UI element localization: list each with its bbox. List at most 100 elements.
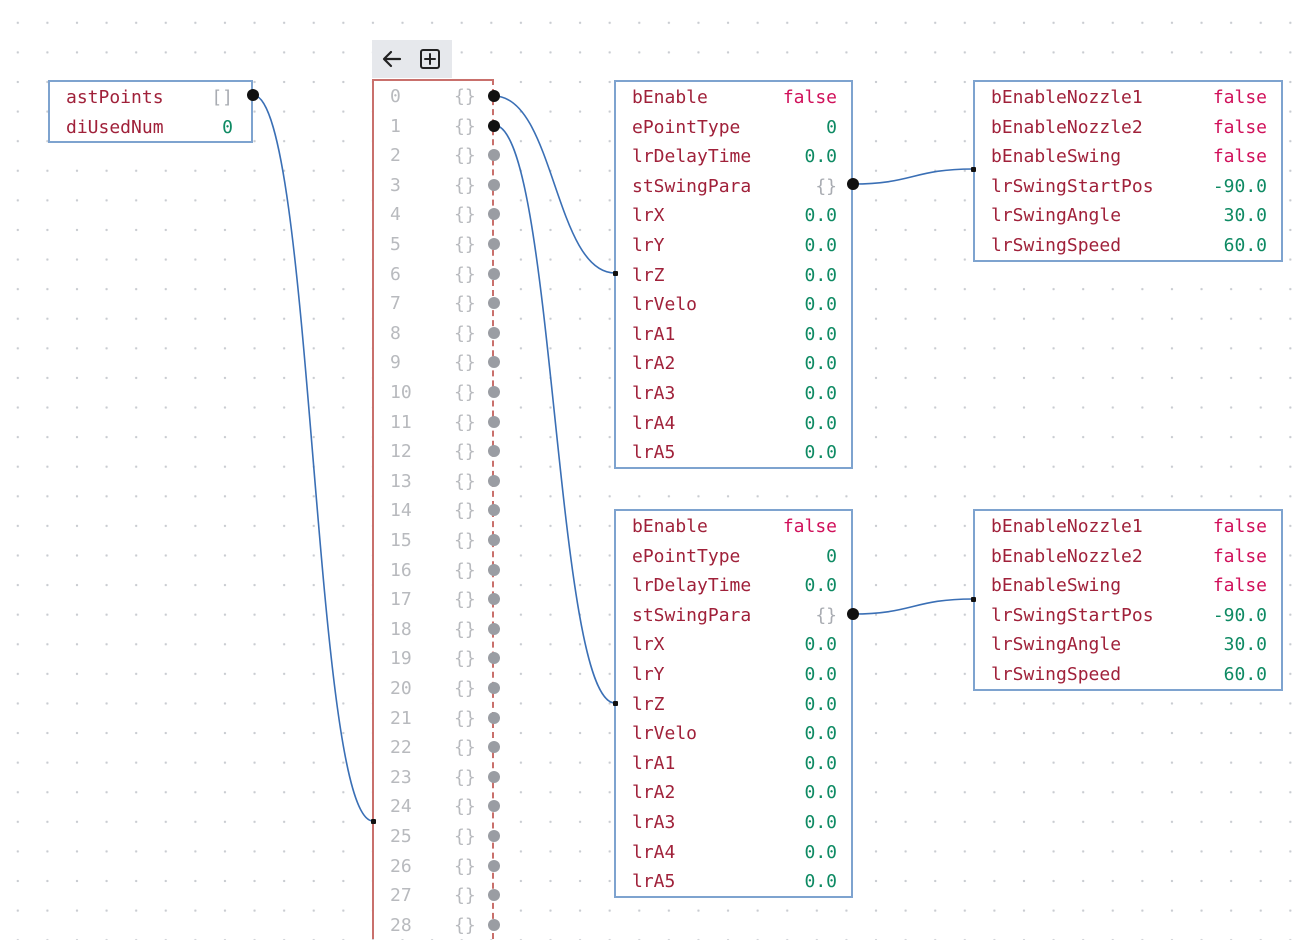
array-item-row[interactable]: 24{}	[374, 792, 494, 822]
field-value[interactable]: 0.0	[804, 812, 837, 833]
array-item-row[interactable]: 19{}	[374, 644, 494, 674]
array-item-row[interactable]: 12{}	[374, 437, 494, 467]
array-item-port[interactable]	[488, 741, 500, 754]
array-item-row[interactable]: 27{}	[374, 881, 494, 911]
array-item-port[interactable]	[488, 178, 500, 191]
field-value[interactable]: {}	[815, 175, 837, 197]
field-value[interactable]: 0.0	[804, 634, 837, 656]
array-item-port[interactable]	[488, 534, 500, 546]
field-value[interactable]: 0.0	[804, 664, 837, 685]
array-item-port[interactable]	[488, 386, 500, 398]
array-item-row[interactable]: 10{}	[374, 378, 494, 408]
field-value[interactable]: 0.0	[804, 723, 837, 745]
field-value[interactable]: 0.0	[804, 264, 837, 286]
field-value[interactable]: 0.0	[804, 442, 837, 464]
field-value[interactable]: 0.0	[804, 205, 837, 227]
array-item-port[interactable]	[488, 682, 500, 694]
array-item-row[interactable]: 15{}	[374, 526, 494, 556]
array-item-port[interactable]	[488, 238, 500, 250]
array-item-port[interactable]	[488, 208, 500, 221]
arrow-left-icon[interactable]	[379, 46, 405, 72]
array-item-port[interactable]	[488, 297, 500, 310]
field-value[interactable]: 0.0	[804, 693, 837, 715]
field-row[interactable]: lrSwingStartPos-90.0	[975, 172, 1281, 202]
field-value[interactable]: 0.0	[804, 575, 837, 597]
array-item-port[interactable]	[488, 711, 500, 724]
array-item-port[interactable]	[488, 326, 500, 339]
field-value[interactable]: false	[1212, 575, 1267, 597]
field-value[interactable]: 60.0	[1223, 235, 1267, 256]
field-value[interactable]: 0.0	[804, 752, 837, 774]
field-value[interactable]: false	[1212, 545, 1267, 567]
array-item-port[interactable]	[488, 593, 500, 606]
field-value[interactable]: 0	[826, 116, 837, 138]
field-value[interactable]: false	[1212, 146, 1267, 168]
field-value[interactable]: false	[1212, 87, 1267, 108]
array-item-port[interactable]	[488, 415, 500, 428]
array-item-row[interactable]: 5{}	[374, 230, 494, 260]
array-item-row[interactable]: 26{}	[374, 852, 494, 882]
array-item-port[interactable]	[488, 445, 500, 458]
array-item-port[interactable]	[488, 474, 500, 487]
field-value[interactable]: 0.0	[804, 383, 837, 404]
array-item-row[interactable]: 3{}	[374, 171, 494, 201]
output-port[interactable]	[847, 608, 859, 620]
array-item-port[interactable]	[488, 859, 500, 872]
array-item-row[interactable]: 6{}	[374, 260, 494, 290]
plus-square-icon[interactable]	[417, 46, 443, 72]
array-item-row[interactable]: 9{}	[374, 348, 494, 378]
array-node[interactable]	[372, 79, 494, 939]
array-item-port[interactable]	[488, 90, 500, 102]
array-item-port[interactable]	[488, 830, 500, 842]
field-value[interactable]: 0.0	[804, 412, 837, 434]
array-item-port[interactable]	[488, 800, 500, 813]
output-port[interactable]	[847, 178, 859, 190]
field-row[interactable]: lrSwingStartPos-90.0	[975, 601, 1281, 631]
array-item-row[interactable]: 1{}	[374, 112, 494, 142]
array-item-port[interactable]	[488, 918, 500, 931]
field-value[interactable]: -90.0	[1212, 175, 1267, 197]
field-value[interactable]: 0.0	[804, 146, 837, 168]
field-value[interactable]: 30.0	[1223, 205, 1267, 227]
field-value[interactable]: 0.0	[804, 782, 837, 804]
field-value[interactable]: 0.0	[804, 323, 837, 345]
array-item-row[interactable]: 11{}	[374, 408, 494, 438]
array-item-row[interactable]: 20{}	[374, 674, 494, 704]
field-value[interactable]: false	[1212, 116, 1267, 138]
array-item-port[interactable]	[488, 770, 500, 783]
array-item-port[interactable]	[488, 504, 500, 517]
field-value[interactable]: false	[782, 516, 837, 537]
array-item-row[interactable]: 23{}	[374, 763, 494, 793]
array-item-row[interactable]: 14{}	[374, 496, 494, 526]
array-item-port[interactable]	[488, 563, 500, 576]
